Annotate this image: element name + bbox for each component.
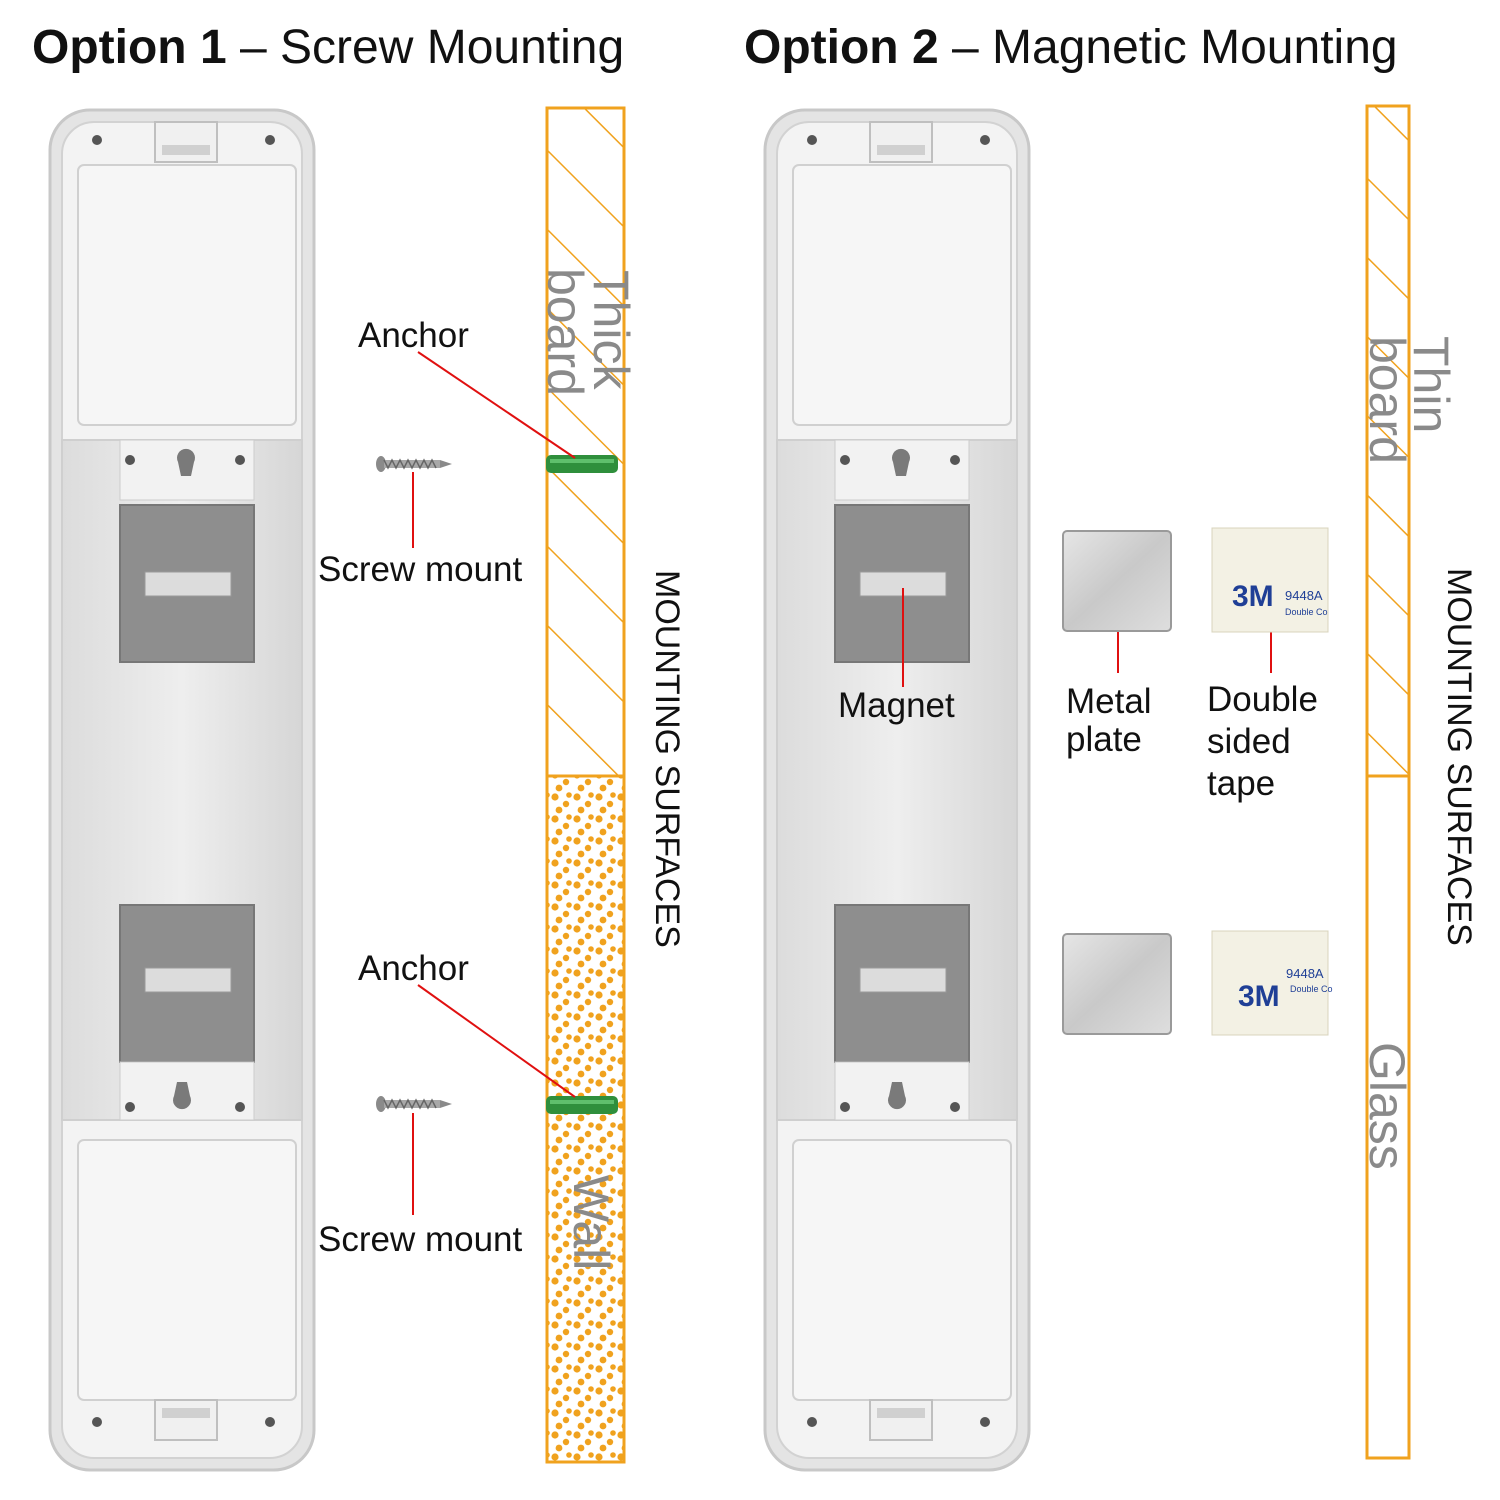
mounting-surfaces-label-2: MOUNTING SURFACES xyxy=(1440,568,1478,946)
option1-title: Option 1 – Screw Mounting xyxy=(32,18,624,78)
wall-label: Wall xyxy=(563,1175,619,1271)
metal-plate-label-line1: Metal xyxy=(1066,682,1152,721)
metal-plate-label-line2: plate xyxy=(1066,720,1142,759)
tape-bottom-brand: 3M xyxy=(1238,980,1280,1013)
tape-top-code: 9448A xyxy=(1285,588,1323,603)
screw-top-icon xyxy=(376,456,452,472)
tape-bottom-icon: 3M 9448A Double Co xyxy=(1211,930,1333,1036)
surface-strip-option1 xyxy=(545,106,626,1464)
tape-bottom-code: 9448A xyxy=(1286,966,1324,981)
option2-title-rest: – Magnetic Mounting xyxy=(938,21,1398,74)
tape-label-line1: Double xyxy=(1207,680,1318,719)
option2-title: Option 2 – Magnetic Mounting xyxy=(744,18,1398,78)
tape-top-icon: 3M 9448A Double Co xyxy=(1211,527,1329,633)
thick-board-label-line1: Thick xyxy=(583,270,639,390)
anchor-label-bottom: Anchor xyxy=(358,949,469,988)
thin-board-label-line2: board xyxy=(1359,336,1415,464)
screw-mount-label-bottom: Screw mount xyxy=(318,1220,523,1259)
anchor-bottom-icon xyxy=(546,1096,618,1114)
metal-plate-bottom-icon xyxy=(1062,933,1172,1035)
option2-title-bold: Option 2 xyxy=(744,21,939,74)
tape-label-line3: tape xyxy=(1207,764,1276,803)
tape-bottom-sub: Double Co xyxy=(1290,984,1333,994)
device-option2 xyxy=(763,108,1031,1472)
option1-title-bold: Option 1 xyxy=(32,21,227,74)
screw-mount-label-top: Screw mount xyxy=(318,550,523,589)
anchor-top-icon xyxy=(546,455,618,473)
screw-bottom-icon xyxy=(376,1096,452,1112)
magnet-label: Magnet xyxy=(838,686,955,725)
tape-label-line2: sided xyxy=(1207,722,1291,761)
tape-top-sub: Double Co xyxy=(1285,607,1328,617)
device-option1 xyxy=(48,108,316,1472)
surface-strip-option2 xyxy=(1365,104,1411,1460)
thick-board-label-line2: board xyxy=(537,268,593,396)
mounting-surfaces-label-1: MOUNTING SURFACES xyxy=(648,570,686,948)
glass-label: Glass xyxy=(1359,1042,1415,1170)
anchor-label-top: Anchor xyxy=(358,316,469,355)
metal-plate-top-icon xyxy=(1062,530,1172,632)
option1-title-rest: – Screw Mounting xyxy=(226,21,625,74)
tape-top-brand: 3M xyxy=(1232,580,1274,613)
